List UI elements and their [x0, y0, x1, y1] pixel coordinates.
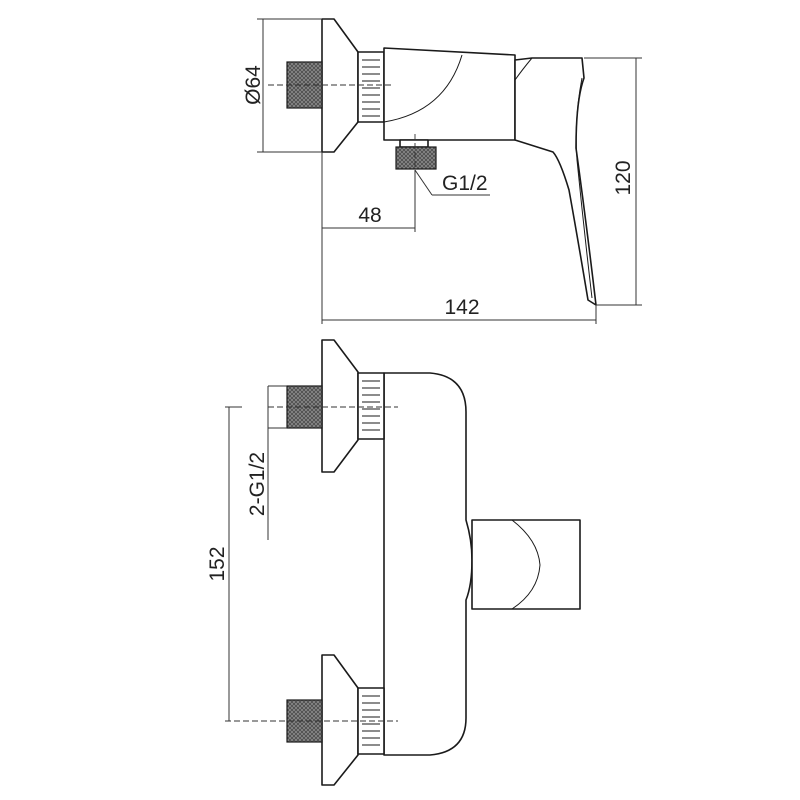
dim-outlet-thread-label: G1/2 — [442, 172, 488, 195]
dim-flange-diameter: Ø64 — [242, 18, 322, 153]
side-flange — [321, 18, 359, 153]
side-valve-body — [383, 47, 516, 141]
front-top-connector-ribs — [362, 380, 380, 431]
front-top-flange — [321, 339, 359, 473]
side-outlet-thread — [395, 146, 437, 170]
dim-total-depth: 142 — [321, 232, 597, 324]
dim-outlet-offset: 48 — [321, 152, 416, 232]
front-handle — [471, 519, 581, 610]
dim-inlet-spacing: 152 — [206, 406, 242, 721]
dim-inlet-spacing-label: 152 — [206, 546, 229, 581]
side-handle-inner — [575, 77, 593, 299]
side-handle — [514, 57, 597, 306]
dim-outlet-thread: G1/2 — [414, 169, 490, 196]
side-connector — [357, 51, 385, 123]
front-handle-edge — [511, 519, 541, 610]
side-handle-edge — [514, 57, 533, 81]
dim-total-height: 120 — [584, 57, 642, 306]
dim-flange-diameter-label: Ø64 — [242, 65, 265, 105]
side-outlet-stub — [399, 139, 429, 148]
front-valve-body — [383, 372, 473, 756]
side-view: Ø64 G1/2 48 142 120 — [242, 18, 642, 324]
front-view: 2-G1/2 152 — [206, 339, 581, 786]
dim-inlet-threads: 2-G1/2 — [246, 385, 287, 540]
front-top-connector — [357, 372, 385, 440]
dim-total-depth-label: 142 — [444, 296, 479, 319]
dim-inlet-threads-label: 2-G1/2 — [246, 452, 269, 516]
dim-outlet-offset-label: 48 — [358, 204, 381, 227]
front-bottom-connector-ribs — [362, 695, 380, 746]
side-body-curve — [383, 54, 463, 123]
side-connector-ribs — [362, 59, 380, 117]
dim-total-height-label: 120 — [612, 160, 635, 195]
front-bottom-flange — [321, 654, 359, 786]
